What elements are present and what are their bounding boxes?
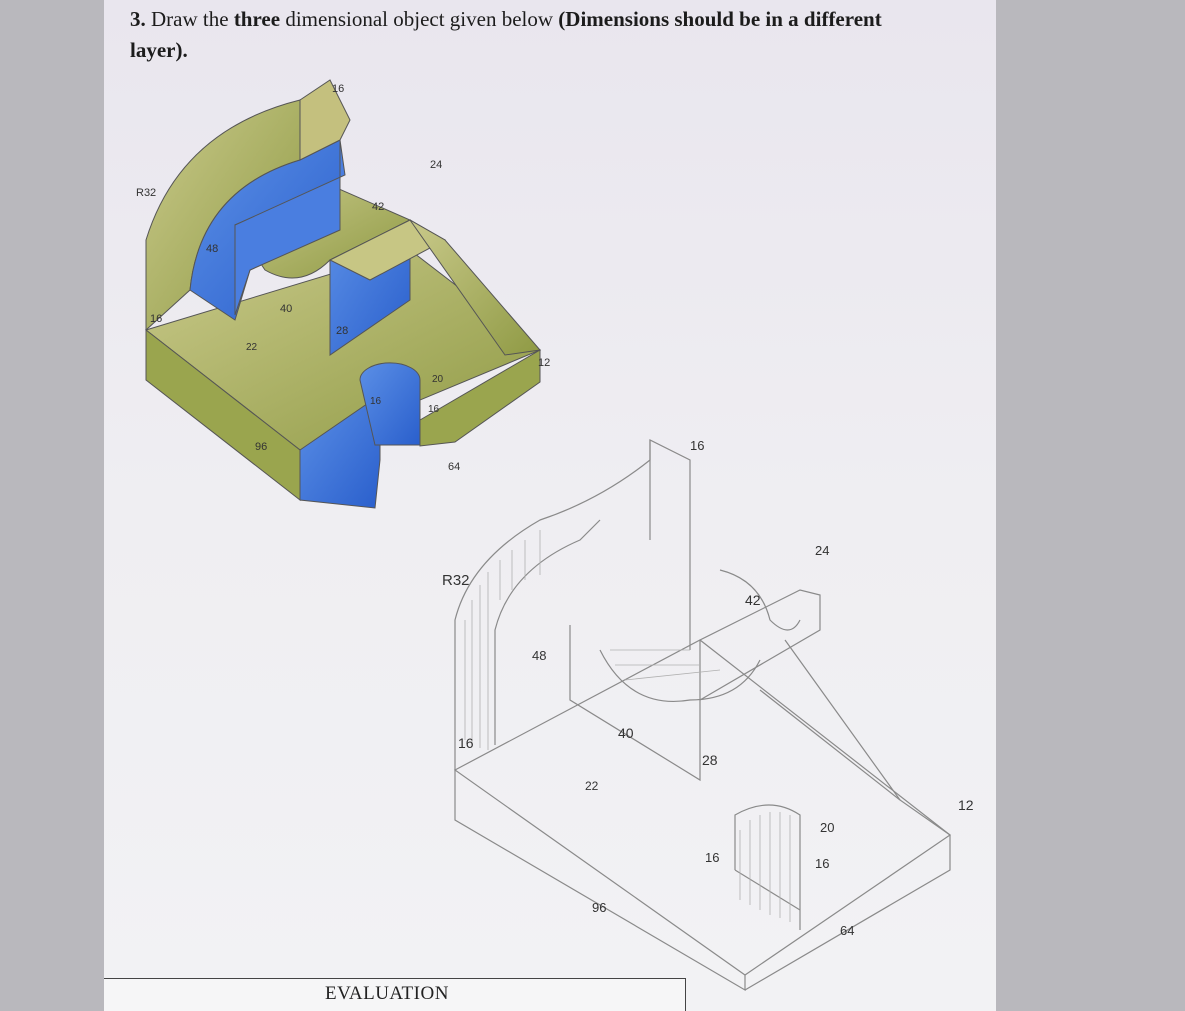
wire-semicircle xyxy=(599,649,761,702)
shaded-dim-r32: R32 xyxy=(136,187,156,199)
wire-semicircle-inner xyxy=(719,569,801,631)
shaded-dim-22: 22 xyxy=(246,342,258,353)
wireframe-isometric-figure xyxy=(453,439,952,992)
shaded-dim-16b: 16 xyxy=(370,396,382,407)
shaded-step-blue xyxy=(234,139,346,316)
shaded-dim-24: 24 xyxy=(430,159,442,171)
shaded-dim-42: 42 xyxy=(372,201,384,213)
wire-dim-12: 12 xyxy=(958,797,974,813)
wire-dim-r32: R32 xyxy=(442,572,470,589)
shaded-dim-64: 64 xyxy=(448,461,460,473)
wire-base-right xyxy=(744,835,951,991)
question-number: 3. xyxy=(130,7,146,31)
wire-rib-base xyxy=(759,689,901,801)
wire-dim-16b: 16 xyxy=(705,850,719,865)
wire-dim-64: 64 xyxy=(840,923,854,938)
evaluation-box: EVALUATION xyxy=(104,978,686,1011)
wire-hatching xyxy=(464,530,791,922)
wire-slot xyxy=(734,804,801,930)
question-part1: Draw the xyxy=(151,7,229,31)
wire-dim-48: 48 xyxy=(532,648,546,663)
shaded-dim-28: 28 xyxy=(336,325,348,337)
shaded-isometric-figure: R32 48 16 40 28 42 24 16 96 64 12 20 16 … xyxy=(136,79,550,509)
wire-slot-edge xyxy=(734,869,801,911)
wire-middle-step xyxy=(569,589,821,782)
wire-dim-96: 96 xyxy=(592,900,606,915)
wire-dim-16a: 16 xyxy=(815,856,829,871)
wireframe-dimensions: R32 48 16 40 28 42 24 16 96 64 12 20 16 … xyxy=(442,438,974,938)
shaded-dim-48: 48 xyxy=(206,243,218,255)
shaded-dim-16-top: 16 xyxy=(332,83,344,95)
shaded-dim-12: 12 xyxy=(538,357,550,369)
wire-dim-22: 22 xyxy=(585,779,599,793)
shaded-dim-16a: 16 xyxy=(428,404,440,415)
question-bold1: three xyxy=(233,7,281,31)
wire-rib xyxy=(784,639,951,836)
shaded-dim-16: 16 xyxy=(150,313,162,325)
wire-base-front xyxy=(454,770,746,992)
shaded-slot xyxy=(359,362,421,446)
shaded-dim-40: 40 xyxy=(280,303,292,315)
shaded-rib xyxy=(409,219,541,356)
wire-dim-16: 16 xyxy=(458,735,474,751)
wire-upright-arc xyxy=(494,519,601,745)
shaded-dim-20: 20 xyxy=(432,374,444,385)
wire-dim-24: 24 xyxy=(815,543,829,558)
wire-base-top xyxy=(453,639,952,976)
evaluation-label: EVALUATION xyxy=(325,983,449,1004)
question-part2: dimensional object given below xyxy=(285,7,554,31)
shaded-upright-top xyxy=(299,79,351,161)
drawing-area: R32 48 16 40 28 42 24 16 96 64 12 20 16 … xyxy=(136,79,974,992)
question-text: 3. Draw the three dimensional object giv… xyxy=(130,4,930,66)
wire-upright xyxy=(454,439,691,770)
shaded-dim-96: 96 xyxy=(255,441,267,453)
wire-dim-16-top: 16 xyxy=(690,438,704,453)
question-bold2: (Dimensions should be in a different lay… xyxy=(130,7,882,62)
worksheet-page: 3. Draw the three dimensional object giv… xyxy=(104,0,996,1011)
wire-dim-20: 20 xyxy=(820,820,834,835)
wire-dim-40: 40 xyxy=(618,725,634,741)
wire-dim-28: 28 xyxy=(702,752,718,768)
wire-dim-42: 42 xyxy=(745,592,761,608)
